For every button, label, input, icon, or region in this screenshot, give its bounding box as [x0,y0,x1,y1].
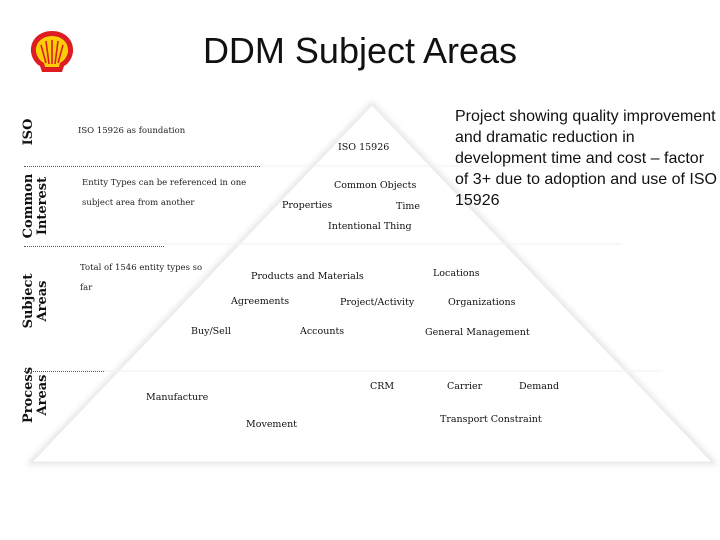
side-label-subject: Subject [21,273,36,329]
label-intentional-thing: Intentional Thing [328,221,412,232]
label-agreements: Agreements [231,296,290,307]
label-project-activity: Project/Activity [340,297,415,308]
callout-text: Project showing quality improvement and … [455,108,717,209]
label-movement: Movement [246,419,298,430]
side-label-interest: Interest [35,176,50,236]
label-organizations: Organizations [448,297,516,308]
shell-logo-icon [30,31,74,72]
label-products-materials: Products and Materials [251,271,364,282]
label-demand: Demand [519,381,560,392]
label-iso-15926: ISO 15926 [338,142,390,153]
label-manufacture: Manufacture [146,392,209,403]
label-time: Time [396,201,421,212]
label-buy-sell: Buy/Sell [191,326,231,337]
side-label-iso: ISO [21,118,36,146]
label-transport-constraint: Transport Constraint [440,414,542,425]
divider-subject [24,371,104,372]
note-entity-types-line2: subject area from another [82,198,195,208]
side-label-subject-areas: Subject Areas [21,266,50,336]
label-carrier: Carrier [447,381,483,392]
label-locations: Locations [433,268,480,279]
note-total-line2: far [80,283,93,293]
side-label-common-interest: Common Interest [21,166,50,246]
note-entity-types-line1: Entity Types can be referenced in one [82,178,247,188]
page-title: DDM Subject Areas [202,30,518,71]
side-label-common: Common [21,173,36,239]
divider-common [24,246,164,247]
side-label-areas: Areas [35,280,50,322]
pyramid-shape [30,104,714,463]
note-iso-foundation: ISO 15926 as foundation [78,126,186,136]
note-total-line1: Total of 1546 entity types so [80,263,203,273]
note-total-entity-types: Total of 1546 entity types so far [80,258,202,298]
note-entity-types: Entity Types can be referenced in one su… [82,173,246,213]
divider-iso [24,166,260,167]
label-general-management: General Management [425,327,530,338]
label-properties: Properties [282,200,333,211]
label-crm: CRM [370,381,395,392]
label-common-objects: Common Objects [334,180,417,191]
label-accounts: Accounts [300,326,345,337]
